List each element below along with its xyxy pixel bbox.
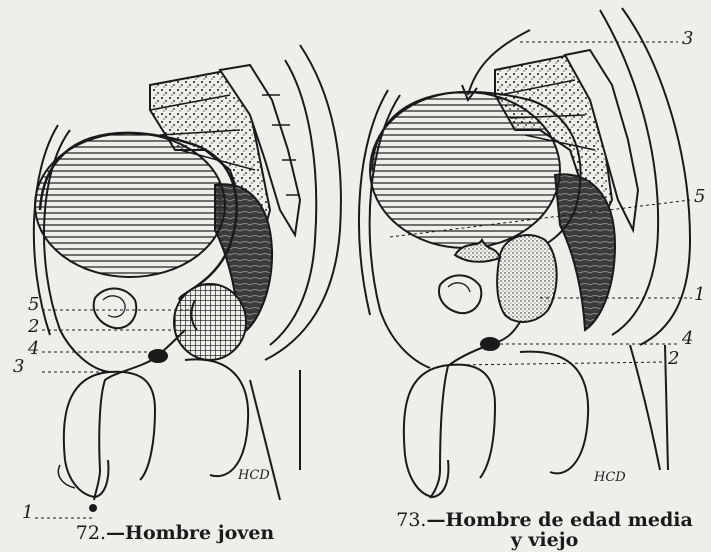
caption-73-text-line2: y viejo [382, 530, 707, 550]
signature-right: HCD [594, 470, 626, 485]
caption-73-number: 73. [396, 509, 426, 531]
caption-73-text: —Hombre de edad media [426, 509, 692, 531]
prostate [174, 284, 246, 360]
label-left-2: 2 [28, 318, 39, 336]
label-left-3: 3 [13, 358, 24, 376]
scrotum [185, 359, 248, 476]
prostate-enlarged [497, 235, 557, 322]
bladder [370, 92, 560, 248]
label-right-3: 3 [682, 30, 693, 48]
back-outline [265, 45, 341, 360]
caption-72-number: 72. [76, 522, 106, 544]
pubic-bone [94, 288, 137, 328]
signature-left: HCD [238, 468, 270, 483]
label-right-5: 5 [694, 188, 705, 206]
caption-72: 72.—Hombre joven [60, 522, 290, 544]
label-left-1: 1 [22, 504, 33, 522]
figure-72-young-man [34, 45, 341, 518]
figure-73-older-man [359, 8, 692, 498]
caption-72-text: —Hombre joven [106, 522, 274, 544]
label-right-2: 2 [668, 350, 679, 368]
label-left-5: 5 [28, 296, 39, 314]
label-right-1: 1 [694, 286, 705, 304]
caption-73: 73.—Hombre de edad media y viejo [382, 510, 707, 550]
label-left-4: 4 [28, 340, 39, 358]
label-right-4: 4 [682, 330, 693, 348]
